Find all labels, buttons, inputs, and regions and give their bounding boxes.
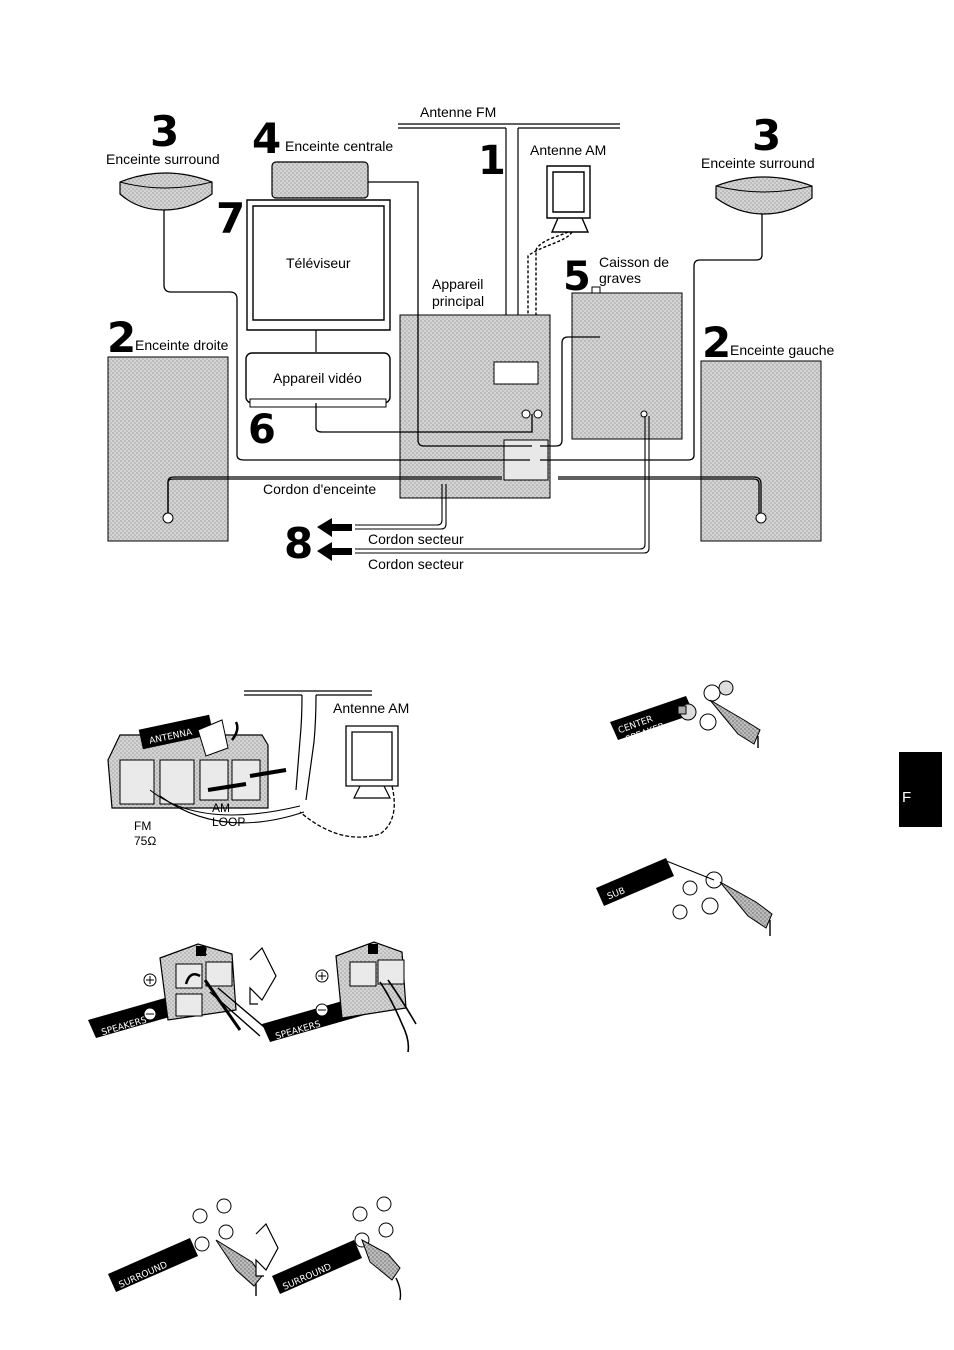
fm-antenna-label: Antenne FM (420, 104, 496, 120)
section-tab: F (899, 752, 942, 827)
surround-detail-after: SURROUND SPEAKERS (272, 1196, 402, 1302)
surround-right-label: Enceinte surround (701, 155, 815, 171)
television (246, 199, 391, 331)
antenna-detail-am-label: Antenne AM (333, 700, 409, 716)
power-cord-label-2: Cordon secteur (368, 556, 464, 572)
am-antenna-label: Antenne AM (530, 142, 606, 158)
video-device (245, 352, 391, 408)
subwoofer-label-line1: Caisson de (599, 254, 669, 270)
subwoofer-detail: SUB WOOFER (596, 858, 773, 936)
television-label: Téléviseur (286, 255, 351, 271)
fm-ohm-label: 75Ω (134, 834, 156, 848)
step-8-number: 8 (284, 519, 313, 568)
subwoofer-label-line2: graves (599, 270, 641, 286)
surround-left-speaker (119, 172, 213, 211)
step-1-number: 1 (478, 138, 506, 184)
power-cords (355, 416, 650, 554)
step-3-right-number: 3 (752, 111, 781, 160)
left-speaker-label: Enceinte gauche (730, 342, 835, 358)
surround-detail-before: SURROUND SPEAKERS (108, 1198, 263, 1300)
step-2-right-number: 2 (107, 313, 136, 362)
center-speaker-detail: CENTER SPEAKER (610, 680, 761, 748)
fm-terminal-label: FM (134, 819, 151, 833)
step-5-number: 5 (563, 254, 591, 300)
step-arrow-surround (255, 1222, 279, 1277)
am-terminal-label: AM (212, 801, 230, 815)
right-speaker-label: Enceinte droite (135, 337, 229, 353)
main-unit (399, 314, 551, 499)
step-6-number: 6 (248, 407, 276, 453)
center-speaker (271, 161, 369, 199)
main-unit-label-line1: Appareil (432, 276, 483, 292)
power-cord-label-1: Cordon secteur (368, 531, 464, 547)
surround-right-speaker (715, 176, 813, 215)
step-arrow-speakers (249, 946, 277, 1005)
left-speaker (700, 360, 822, 542)
step-2-left-number: 2 (702, 318, 731, 367)
step-7-number: 7 (216, 194, 245, 243)
subwoofer (571, 286, 683, 440)
video-device-label: Appareil vidéo (273, 370, 362, 386)
step-3-left-number: 3 (150, 107, 179, 156)
speakers-detail-before: SPEAKERS (88, 943, 271, 1038)
loop-terminal-label: LOOP (212, 815, 245, 829)
center-speaker-label: Enceinte centrale (285, 138, 393, 154)
right-speaker (107, 356, 229, 542)
main-unit-label-line2: principal (432, 293, 484, 309)
antenna-detail: ANTENNA FM 75Ω AM LOOP (107, 690, 399, 848)
surround-left-label: Enceinte surround (106, 151, 220, 167)
speakers-r-mark: R (199, 944, 208, 958)
speakers-detail-after: SPEAKERS (262, 941, 417, 1053)
power-arrows (317, 518, 352, 561)
speaker-cord-label: Cordon d'enceinte (263, 481, 376, 497)
speaker-cables (163, 181, 763, 513)
am-antenna (527, 165, 591, 360)
step-4-number: 4 (252, 114, 281, 163)
